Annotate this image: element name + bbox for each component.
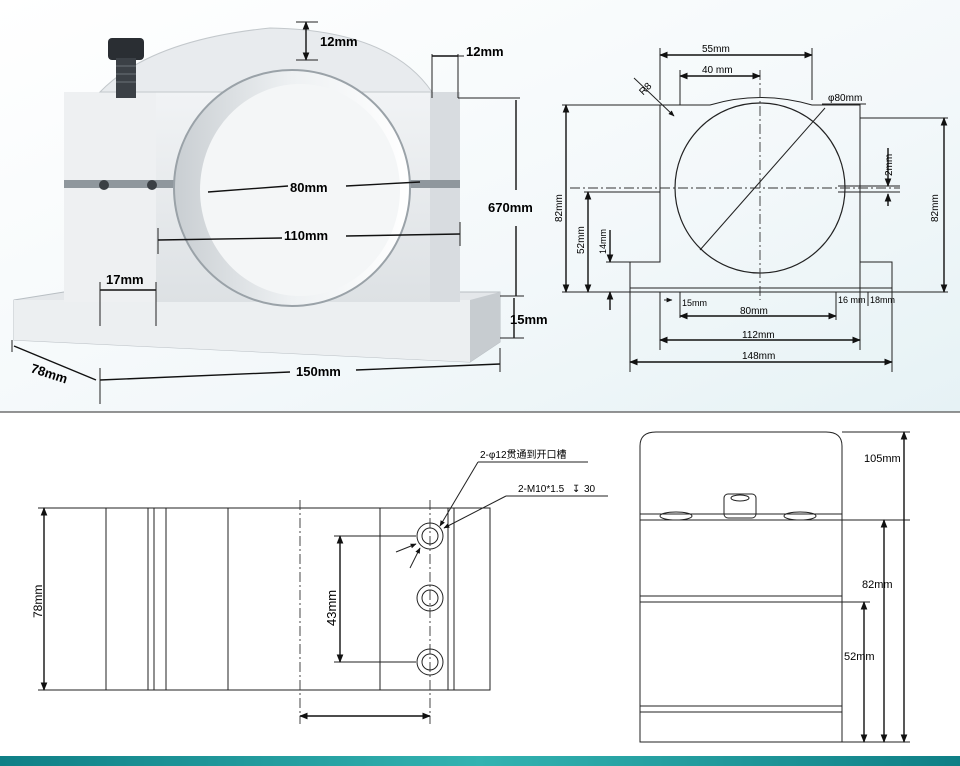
dim-side: 17mm: [106, 272, 144, 287]
dim-cap-thickness: 12mm: [320, 34, 358, 49]
dim-105: 105mm: [864, 453, 901, 465]
product-photo: [13, 27, 501, 363]
dim-82: 82mm: [862, 579, 893, 591]
bolt-hole-icon: [416, 584, 444, 612]
dim-bore: 80mm: [290, 180, 328, 195]
dim-82-right: 82mm: [930, 194, 941, 222]
dim-15: 15mm: [682, 298, 707, 308]
dim-18: 18mm: [870, 295, 895, 305]
photo-dimensions: 12mm 12mm 80mm 110mm 670mm 17mm 15mm 78m…: [11, 21, 548, 404]
dim-lip: 12mm: [466, 44, 504, 59]
footer-bar: [0, 756, 960, 766]
dim-height-total: 670mm: [488, 200, 533, 215]
bolt-hole-icon: [416, 648, 444, 676]
dim-spacing-43: 43mm: [324, 590, 339, 626]
dim-14: 14mm: [598, 229, 608, 254]
dim-112: 112mm: [742, 330, 775, 341]
bottom-panel-bg: [0, 413, 960, 756]
dim-base-thickness: 15mm: [510, 312, 548, 327]
dim-148: 148mm: [742, 351, 775, 362]
dim-40: 40 mm: [702, 65, 733, 76]
dim-82-left: 82mm: [554, 194, 565, 222]
callout-thread: 2-M10*1.5: [518, 484, 565, 495]
bolt-hole-icon: [416, 522, 444, 550]
side-view-drawing: 105mm 82mm 52mm: [639, 431, 910, 743]
dim-16: 16 mm: [838, 295, 866, 305]
depth-symbol-icon: ↧: [572, 484, 580, 495]
dim-52: 52mm: [576, 226, 587, 254]
callout-through-hole: 2-φ12贯通到开口槽: [480, 448, 567, 461]
bolt-head-icon: [108, 38, 144, 60]
dim-gap-2: 2mm: [884, 154, 895, 176]
dim-80: 80mm: [740, 306, 768, 317]
dim-length: 150mm: [296, 364, 341, 379]
front-view-drawing: 55mm 40 mm R8 φ80mm 2mm 82mm 82mm 52mm 1…: [554, 44, 948, 372]
dim-52-side: 52mm: [844, 651, 875, 663]
callout-depth: 30: [584, 484, 596, 495]
dim-55: 55mm: [702, 44, 730, 55]
top-view-drawing: 2-φ12贯通到开口槽 2-M10*1.5 ↧ 30 78mm 43mm: [31, 448, 608, 724]
dim-phi80: φ80mm: [828, 93, 862, 104]
dim-width-inner: 110mm: [284, 228, 328, 243]
dim-width-78: 78mm: [31, 585, 45, 618]
